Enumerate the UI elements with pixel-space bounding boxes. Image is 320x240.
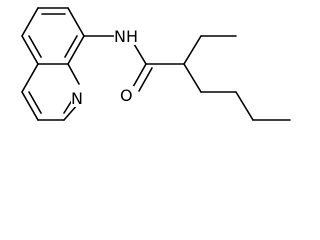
amide-linkage	[83, 35, 153, 92]
alkyl-chain	[145, 35, 291, 121]
double-bond-inner	[64, 35, 78, 58]
label-backdrop	[120, 86, 134, 104]
atom-label-o: O	[120, 86, 133, 105]
bond	[133, 43, 147, 65]
double-bond-inner	[28, 35, 42, 58]
bond	[67, 63, 80, 85]
structure-diagram: NH O N	[21, 7, 291, 121]
atom-labels: NH O N	[71, 27, 138, 108]
label-backdrop	[71, 89, 85, 107]
label-backdrop	[114, 27, 138, 45]
bond	[21, 7, 39, 37]
atom-label-nh: NH	[114, 27, 138, 46]
bond	[21, 63, 39, 93]
double-bond-inner	[28, 91, 42, 114]
bond	[183, 35, 202, 65]
bond	[67, 7, 85, 37]
quinoline-ring	[21, 7, 85, 121]
bond	[235, 91, 254, 121]
atom-label-n: N	[71, 89, 83, 108]
double-bond	[138, 67, 153, 92]
bond	[21, 91, 39, 121]
bond	[132, 63, 147, 88]
bond	[67, 35, 85, 65]
bond	[183, 63, 202, 93]
bond	[21, 35, 39, 65]
